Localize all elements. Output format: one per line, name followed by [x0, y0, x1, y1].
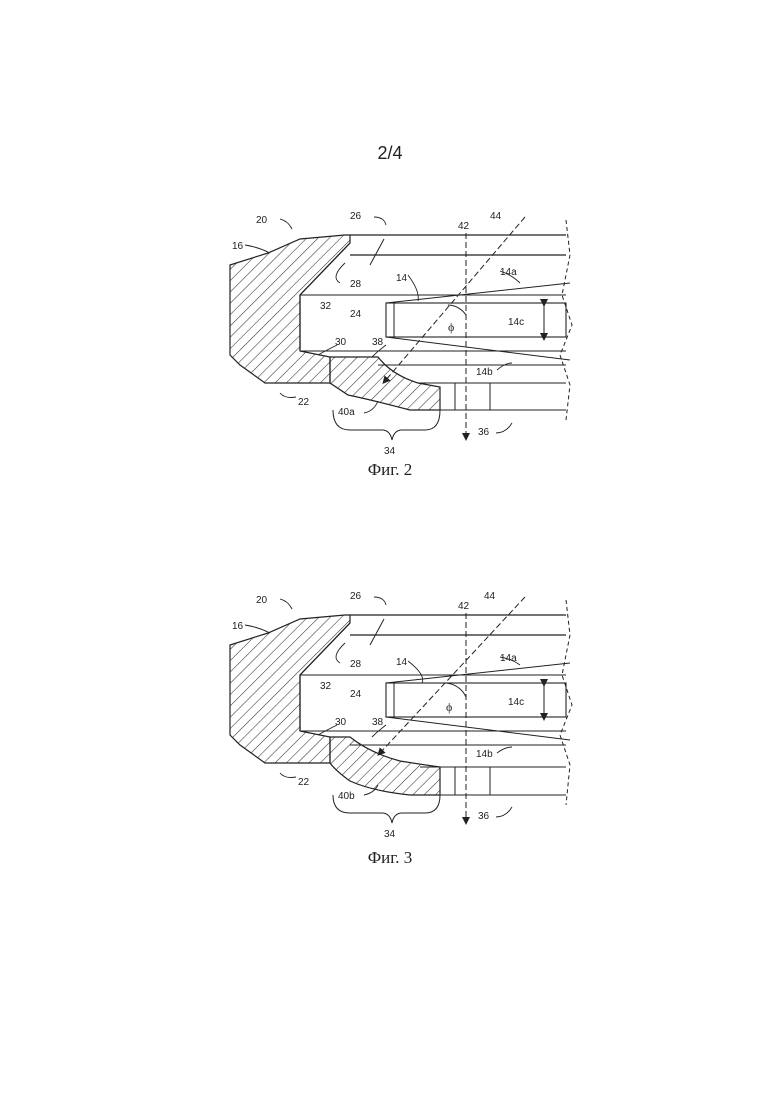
label-30: 30 [335, 717, 347, 728]
label-14: 14 [396, 273, 408, 284]
label-38: 38 [372, 337, 384, 348]
label-34: 34 [384, 829, 396, 840]
label-36: 36 [478, 427, 490, 438]
label-40: 40a [338, 407, 355, 418]
label-20: 20 [256, 595, 268, 606]
label-44: 44 [490, 211, 502, 222]
figure-2-caption: Фиг. 2 [0, 460, 780, 480]
label-14a: 14a [500, 653, 517, 664]
label-40: 40b [338, 791, 355, 802]
label-42: 42 [458, 221, 470, 232]
label-44: 44 [484, 591, 496, 602]
label-14a: 14a [500, 267, 517, 278]
insert-40 [330, 737, 440, 795]
label-16: 16 [232, 241, 244, 252]
label-30: 30 [335, 337, 347, 348]
figure-3-caption: Фиг. 3 [0, 848, 780, 868]
label-32: 32 [320, 681, 332, 692]
figure-2-drawing: 20 16 26 42 44 28 14 14a 32 24 ϕ 14c 30 … [0, 205, 780, 465]
label-phi: ϕ [448, 320, 454, 334]
axis-44 [385, 217, 525, 381]
label-14b: 14b [476, 367, 493, 378]
label-36: 36 [478, 811, 490, 822]
page-number: 2/4 [0, 143, 780, 164]
label-14b: 14b [476, 749, 493, 760]
label-34: 34 [384, 446, 396, 457]
label-24: 24 [350, 689, 362, 700]
label-22: 22 [298, 397, 310, 408]
figure-3-drawing: 20 16 26 42 44 28 14 14a 32 24 ϕ 14c 30 … [0, 585, 780, 845]
label-24: 24 [350, 309, 362, 320]
label-28: 28 [350, 659, 362, 670]
label-phi: ϕ [446, 700, 452, 714]
label-14c: 14c [508, 697, 524, 708]
label-38: 38 [372, 717, 384, 728]
label-20: 20 [256, 215, 268, 226]
label-14: 14 [396, 657, 408, 668]
label-26: 26 [350, 591, 362, 602]
label-16: 16 [232, 621, 244, 632]
label-32: 32 [320, 301, 332, 312]
label-14c: 14c [508, 317, 524, 328]
label-42: 42 [458, 601, 470, 612]
label-28: 28 [350, 279, 362, 290]
label-22: 22 [298, 777, 310, 788]
label-26: 26 [350, 211, 362, 222]
